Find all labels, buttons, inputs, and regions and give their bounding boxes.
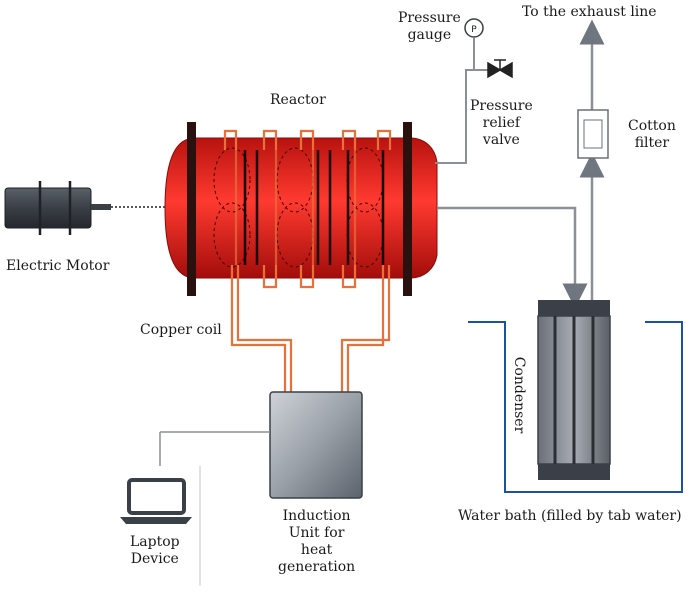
- electric-motor: [4, 181, 111, 235]
- pressure-gauge-label: Pressure gauge: [398, 10, 461, 43]
- exhaust-label: To the exhaust line: [522, 4, 657, 20]
- laptop-device: [120, 431, 270, 586]
- condenser-label: Condenser: [511, 357, 527, 434]
- water-bath-label: Water bath (filled by tab water): [458, 508, 682, 524]
- induction-unit-label: Induction Unit for heat generation: [278, 508, 356, 575]
- pressure-gauge: P: [464, 18, 484, 38]
- electric-motor-label: Electric Motor: [6, 258, 110, 274]
- induction-unit: [269, 391, 363, 499]
- copper-coil-label: Copper coil: [140, 322, 222, 338]
- copper-coil: [223, 129, 392, 392]
- gauge-letter: P: [471, 25, 477, 35]
- condenser: [537, 300, 611, 480]
- reactor-vessel: [164, 122, 438, 296]
- water-bath: [468, 321, 683, 493]
- reactor-label: Reactor: [270, 92, 326, 108]
- laptop-label: Laptop Device: [130, 534, 180, 567]
- vapor-pipe: [437, 206, 588, 309]
- cotton-filter-label: Cotton filter: [628, 118, 676, 151]
- pressure-relief-valve: [487, 59, 513, 79]
- cotton-filter-inner: [583, 119, 603, 149]
- pressure-relief-valve-label: Pressure relief valve: [470, 98, 533, 148]
- pressure-line: [435, 38, 488, 164]
